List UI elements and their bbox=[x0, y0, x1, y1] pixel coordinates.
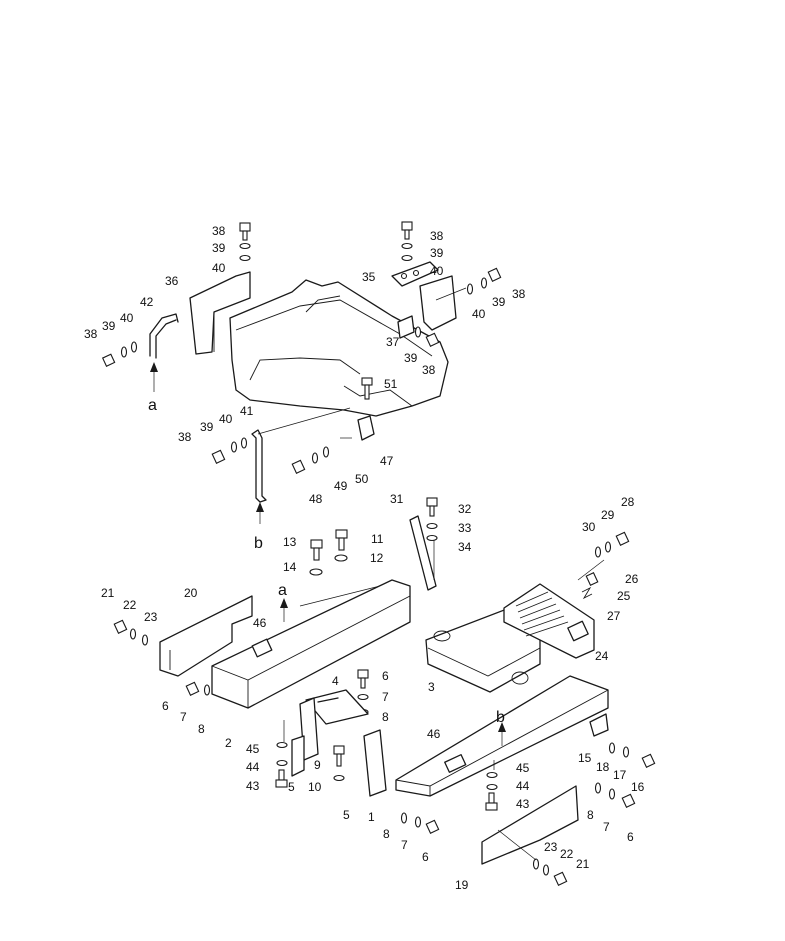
arrow-a-lower: a bbox=[278, 582, 288, 622]
callout-39: 39 bbox=[404, 351, 418, 365]
callout-43: 43 bbox=[246, 779, 260, 793]
callout-40: 40 bbox=[472, 307, 486, 321]
callout-42: 42 bbox=[140, 295, 154, 309]
callout-39: 39 bbox=[430, 246, 444, 260]
callout-28: 28 bbox=[621, 495, 635, 509]
cover-assembly bbox=[149, 261, 467, 503]
callout-38: 38 bbox=[178, 430, 192, 444]
callout-7: 7 bbox=[180, 710, 187, 724]
callout-6: 6 bbox=[627, 830, 634, 844]
callout-13: 13 bbox=[283, 535, 297, 549]
callout-15: 15 bbox=[578, 751, 592, 765]
callout-38: 38 bbox=[84, 327, 98, 341]
callout-19: 19 bbox=[455, 878, 469, 892]
callout-8: 8 bbox=[382, 710, 389, 724]
callout-40: 40 bbox=[120, 311, 134, 325]
callout-22: 22 bbox=[123, 598, 137, 612]
callout-41: 41 bbox=[240, 404, 254, 418]
callout-33: 33 bbox=[458, 521, 472, 535]
callout-3: 3 bbox=[428, 680, 435, 694]
callout-labels: 38 39 40 36 42 38 39 40 38 39 40 35 40 3… bbox=[84, 224, 645, 892]
callout-37: 37 bbox=[386, 335, 400, 349]
callout-14: 14 bbox=[283, 560, 297, 574]
callout-17: 17 bbox=[613, 768, 627, 782]
callout-27: 27 bbox=[607, 609, 621, 623]
callout-29: 29 bbox=[601, 508, 615, 522]
callout-45: 45 bbox=[516, 761, 530, 775]
callout-18: 18 bbox=[596, 760, 610, 774]
callout-44: 44 bbox=[246, 760, 260, 774]
callout-38: 38 bbox=[512, 287, 526, 301]
callout-1: 1 bbox=[368, 810, 375, 824]
callout-8: 8 bbox=[383, 827, 390, 841]
callout-32: 32 bbox=[458, 502, 472, 516]
callout-5: 5 bbox=[288, 780, 295, 794]
callout-24: 24 bbox=[595, 649, 609, 663]
arrow-a-upper: a bbox=[148, 362, 158, 414]
callout-7: 7 bbox=[603, 820, 610, 834]
arrow-b-lower: b bbox=[496, 709, 506, 746]
callout-38: 38 bbox=[422, 363, 436, 377]
callout-16: 16 bbox=[631, 780, 645, 794]
callout-51: 51 bbox=[384, 377, 398, 391]
reference-arrows: a b a b bbox=[148, 362, 506, 746]
callout-40: 40 bbox=[219, 412, 233, 426]
callout-35: 35 bbox=[362, 270, 376, 284]
callout-25: 25 bbox=[617, 589, 631, 603]
callout-2: 2 bbox=[225, 736, 232, 750]
callout-38: 38 bbox=[212, 224, 226, 238]
callout-6: 6 bbox=[162, 699, 169, 713]
callout-49: 49 bbox=[334, 479, 348, 493]
arrow-b-upper: b bbox=[254, 502, 264, 552]
arrow-label-b-lower: b bbox=[496, 709, 505, 726]
callout-8: 8 bbox=[198, 722, 205, 736]
callout-4: 4 bbox=[332, 674, 339, 688]
callout-39: 39 bbox=[200, 420, 214, 434]
arrow-label-a-lower: a bbox=[278, 582, 287, 599]
callout-48: 48 bbox=[309, 492, 323, 506]
callout-46: 46 bbox=[253, 616, 267, 630]
callout-31: 31 bbox=[390, 492, 404, 506]
callout-7: 7 bbox=[401, 838, 408, 852]
callout-26: 26 bbox=[625, 572, 639, 586]
callout-23: 23 bbox=[544, 840, 558, 854]
callout-9: 9 bbox=[314, 758, 321, 772]
callout-45: 45 bbox=[246, 742, 260, 756]
grille-slots bbox=[515, 591, 569, 637]
callout-46: 46 bbox=[427, 727, 441, 741]
callout-5: 5 bbox=[343, 808, 350, 822]
arrow-label-a: a bbox=[148, 397, 157, 414]
callout-6: 6 bbox=[422, 850, 429, 864]
callout-10: 10 bbox=[308, 780, 322, 794]
callout-11: 11 bbox=[371, 532, 384, 546]
callout-30: 30 bbox=[582, 520, 596, 534]
callout-40: 40 bbox=[212, 261, 226, 275]
callout-38: 38 bbox=[430, 229, 444, 243]
callout-47: 47 bbox=[380, 454, 394, 468]
callout-40: 40 bbox=[430, 264, 444, 278]
callout-39: 39 bbox=[212, 241, 226, 255]
callout-34: 34 bbox=[458, 540, 472, 554]
callout-21: 21 bbox=[576, 857, 590, 871]
callout-20: 20 bbox=[184, 586, 198, 600]
callout-50: 50 bbox=[355, 472, 369, 486]
callout-44: 44 bbox=[516, 779, 530, 793]
callout-7: 7 bbox=[382, 690, 389, 704]
callout-8: 8 bbox=[587, 808, 594, 822]
callout-39: 39 bbox=[102, 319, 116, 333]
callout-43: 43 bbox=[516, 797, 530, 811]
callout-36: 36 bbox=[165, 274, 179, 288]
callout-39: 39 bbox=[492, 295, 506, 309]
callout-21: 21 bbox=[101, 586, 115, 600]
callout-23: 23 bbox=[144, 610, 158, 624]
callout-22: 22 bbox=[560, 847, 574, 861]
callout-6: 6 bbox=[382, 669, 389, 683]
arrow-label-b: b bbox=[254, 535, 263, 552]
frame-assembly bbox=[159, 515, 609, 865]
callout-12: 12 bbox=[370, 551, 384, 565]
